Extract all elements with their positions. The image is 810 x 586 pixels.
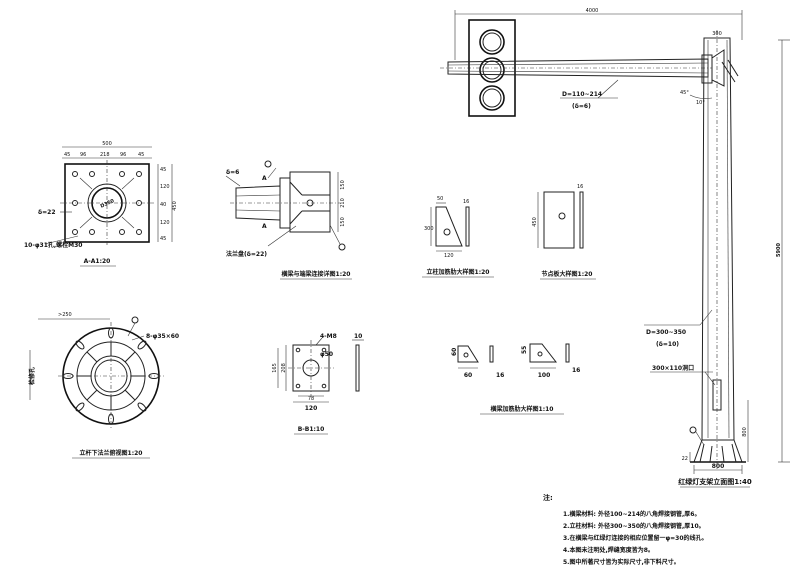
plate-b-view: 4-M8 φ50 165 208 78 120 10 B-B1:10 [272, 333, 364, 435]
arm-length-dim: 4000 [586, 8, 599, 14]
plate-b-diameter: φ50 [320, 351, 333, 358]
arm-rib-a-width: 60 [464, 372, 472, 379]
pole-top-dim: 300 [712, 31, 722, 37]
flange-top-dim: 500 [102, 141, 112, 147]
rib-detail-view: 50 300 120 16 立柱加筋肋大样图1:20 [422, 196, 494, 278]
base-height-dim: 800 [742, 427, 748, 437]
arm-rib-b-width: 100 [538, 372, 551, 379]
base-width-dim: 800 [712, 463, 725, 470]
plate-b-h1: 165 [272, 363, 278, 373]
elevation-view: 4000 300 [440, 8, 790, 488]
plate-b-w1: 78 [308, 396, 314, 402]
arm-thickness-label: (δ=6) [572, 103, 591, 110]
joint-dim: 150 [340, 217, 346, 227]
signal-lamp-top [479, 29, 505, 55]
flange-plan-view: 500 45 96 218 96 45 D350 45 120 40 120 4… [24, 141, 178, 267]
node-plate [543, 191, 575, 249]
flange-hole-label: 10-φ31孔,螺栓M30 [24, 241, 82, 249]
arm-rib-a-height: 60 [451, 348, 458, 356]
rib-width-dim: 50 [437, 196, 443, 202]
flange-sub-dim: 45 [64, 152, 70, 158]
flange-right-dim: 45 [160, 236, 166, 242]
node-plate-thickness: 16 [577, 184, 583, 190]
flange-plan-title: A-A1:20 [84, 258, 111, 265]
arm-joint-title: 横梁与端梁连接详图1:20 [282, 270, 351, 278]
angle-label: 45° [680, 90, 689, 96]
joint-dim: 150 [340, 180, 346, 190]
node-plate-side [579, 191, 584, 249]
note-item: 3.在横梁与红绿灯连接的相应位置留一φ=30的线孔。 [563, 534, 708, 542]
bottom-flange-holes-label: 8-φ35×60 [146, 333, 179, 340]
flange-sub-dim: 45 [138, 152, 144, 158]
arm-rib-title: 横梁加筋肋大样图1:10 [491, 405, 554, 413]
inspection-hole-label: 检修孔 [28, 367, 36, 385]
flange-right-dim: 45 [160, 167, 166, 173]
rib-bottom-dim: 120 [444, 253, 454, 259]
flange-right-dim: 120 [160, 220, 170, 226]
plate-b-bolts: 4-M8 [320, 333, 337, 340]
angle-label-2: 10° [696, 100, 705, 106]
rib-height-dim: 300 [424, 226, 434, 232]
rib-thickness-dim: 16 [463, 199, 469, 205]
hand-hole [712, 379, 722, 411]
flange-sub-dim: 218 [100, 152, 110, 158]
plate-b-side [355, 344, 360, 392]
joint-dim: 210 [340, 198, 346, 208]
flange-right-total: 450 [172, 201, 178, 211]
flange-sub-dim: 96 [80, 152, 86, 158]
plate-b-w2: 120 [305, 405, 318, 412]
node-plate-height: 450 [532, 217, 538, 227]
flange-thickness-label: δ=22 [38, 209, 56, 216]
arm-rib-a-thickness: 16 [496, 372, 504, 379]
node-plate-view: 450 16 节点板大样图1:20 [532, 184, 596, 280]
hand-hole-label: 300×110洞口 [652, 364, 694, 372]
rib-detail-title: 立柱加筋肋大样图1:20 [427, 268, 490, 276]
plate-b-h2: 208 [281, 363, 287, 373]
plate-b-title: B-B1:10 [298, 426, 325, 433]
notes-block: 注: 1.横梁材料: 外径100~214的八角焊接钢管,厚6。 2.立柱材料: … [543, 493, 708, 566]
pole-section-label: D=300~350 [646, 329, 686, 336]
note-item: 1.横梁材料: 外径100~214的八角焊接钢管,厚6。 [563, 510, 700, 518]
arm-rib-a [457, 345, 479, 363]
section-mark-top: A [262, 175, 267, 182]
bottom-flange-top-dim: >250 [58, 312, 72, 318]
rib-side [465, 206, 470, 247]
arm-rib-b-thickness: 16 [572, 367, 580, 374]
bottom-flange-view: >250 8-φ35×60 检修孔 立杆下法兰俯视图1:20 [28, 312, 179, 459]
pole-diameter-label: D350 [100, 198, 116, 210]
arm-rib-b [529, 343, 558, 363]
arm-joint-view: δ=6 A A 150 210 150 法兰盘(δ=22) 横梁与端梁连接详图1… [225, 160, 352, 280]
arm-section-label: D=110~214 [562, 91, 602, 98]
note-item: 2.立柱材料: 外径300~350的八角焊接钢管,厚10。 [563, 522, 705, 530]
rib-plate [435, 206, 463, 247]
bottom-flange-title: 立杆下法兰俯视图1:20 [80, 449, 143, 457]
note-item: 5.图中所著尺寸皆为实际尺寸,非下料尺寸。 [563, 558, 680, 566]
signal-lamp-bottom [479, 85, 505, 111]
flange-sub-dim: 96 [120, 152, 126, 158]
arm-rib-view: 60 60 16 55 100 16 横梁加筋肋大样图1:10 [451, 343, 580, 415]
arm-rib-a-side [489, 345, 494, 363]
section-mark-bottom: A [262, 223, 267, 230]
plate-b-thickness: 10 [354, 333, 362, 340]
signal-lamp-middle [479, 57, 505, 83]
pole-height-dim: 5900 [776, 243, 782, 257]
note-item: 4.本图未注明处,焊缝宽度皆为8。 [563, 546, 654, 554]
flange-right-dim: 40 [160, 202, 166, 208]
base-small-dim: 22 [682, 456, 688, 462]
elevation-title: 红绿灯支架立面图1:40 [678, 477, 752, 486]
node-plate-title: 节点板大样图1:20 [542, 270, 593, 278]
joint-flange-label: 法兰盘(δ=22) [226, 250, 267, 258]
arm-rib-b-side [565, 343, 570, 363]
arm-joint-thickness: δ=6 [226, 169, 239, 176]
notes-heading: 注: [543, 493, 553, 502]
pole-thickness-label: (δ=10) [656, 341, 679, 348]
flange-right-dim: 120 [160, 184, 170, 190]
arm-rib-b-height: 55 [521, 346, 528, 354]
